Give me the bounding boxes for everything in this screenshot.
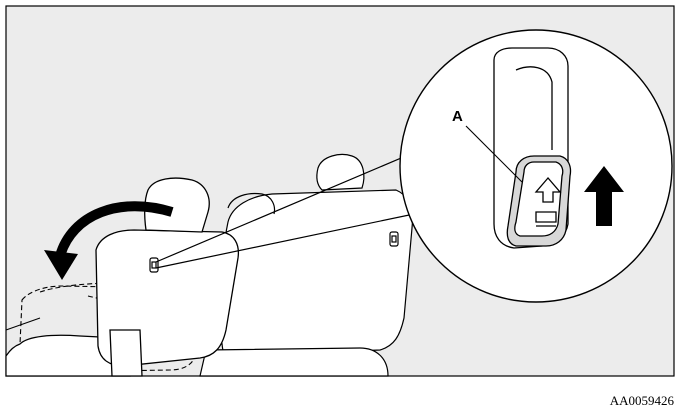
left-seat-latch xyxy=(150,258,158,272)
callout-label-a: A xyxy=(452,108,463,125)
right-seat-latch xyxy=(390,232,398,246)
figure-id: AA0059426 xyxy=(610,393,674,409)
release-lever xyxy=(507,156,570,246)
